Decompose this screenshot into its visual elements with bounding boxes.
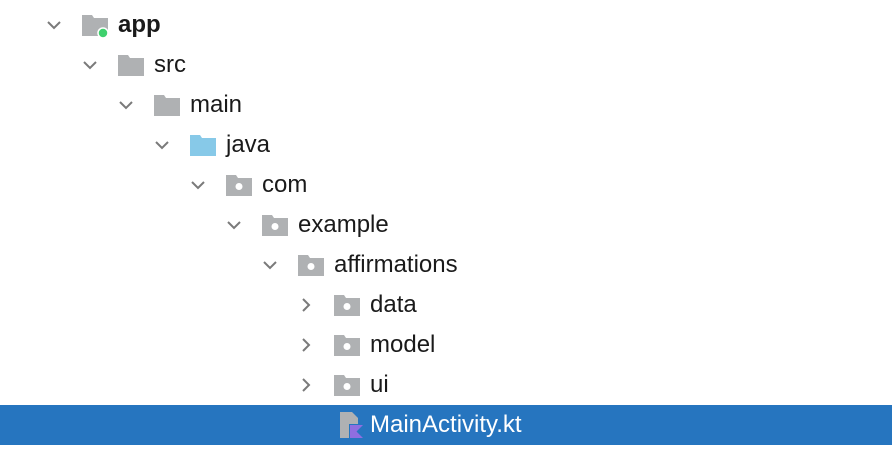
tree-item-label: main [190, 91, 243, 118]
folder-icon [118, 55, 144, 76]
tree-item-ui[interactable]: ui [0, 365, 896, 405]
kotlin-file-icon [340, 412, 363, 438]
tree-item-com[interactable]: com [0, 165, 896, 205]
package-icon [262, 215, 288, 236]
project-tree: app src main java com [0, 5, 896, 445]
chevron-down-icon[interactable] [226, 217, 242, 233]
tree-item-label: affirmations [334, 251, 458, 278]
tree-item-label: app [118, 11, 161, 38]
tree-item-affirmations[interactable]: affirmations [0, 245, 896, 285]
tree-item-data[interactable]: data [0, 285, 896, 325]
tree-item-label: example [298, 211, 389, 238]
chevron-right-icon[interactable] [298, 337, 314, 353]
folder-icon [154, 95, 180, 116]
tree-item-label: model [370, 331, 436, 358]
tree-item-model[interactable]: model [0, 325, 896, 365]
tree-item-label: com [262, 171, 308, 198]
tree-item-app[interactable]: app [0, 5, 896, 45]
tree-item-label: data [370, 291, 417, 318]
package-icon [334, 375, 360, 396]
chevron-right-icon[interactable] [298, 377, 314, 393]
chevron-down-icon[interactable] [154, 137, 170, 153]
chevron-down-icon[interactable] [118, 97, 134, 113]
tree-item-main[interactable]: main [0, 85, 896, 125]
tree-item-label: java [226, 131, 271, 158]
tree-item-example[interactable]: example [0, 205, 896, 245]
chevron-right-icon[interactable] [298, 297, 314, 313]
package-icon [226, 175, 252, 196]
chevron-down-icon[interactable] [46, 17, 62, 33]
package-icon [298, 255, 324, 276]
package-icon [334, 295, 360, 316]
source-root-folder-icon [190, 135, 216, 156]
tree-item-src[interactable]: src [0, 45, 896, 85]
tree-item-java[interactable]: java [0, 125, 896, 165]
tree-item-label: MainActivity.kt [370, 411, 522, 438]
module-folder-icon [82, 15, 109, 39]
chevron-down-icon[interactable] [262, 257, 278, 273]
tree-item-mainactivity-kt[interactable]: MainActivity.kt [0, 405, 892, 445]
chevron-down-icon[interactable] [190, 177, 206, 193]
chevron-down-icon[interactable] [82, 57, 98, 73]
tree-item-label: src [154, 51, 186, 78]
package-icon [334, 335, 360, 356]
tree-item-label: ui [370, 371, 389, 398]
